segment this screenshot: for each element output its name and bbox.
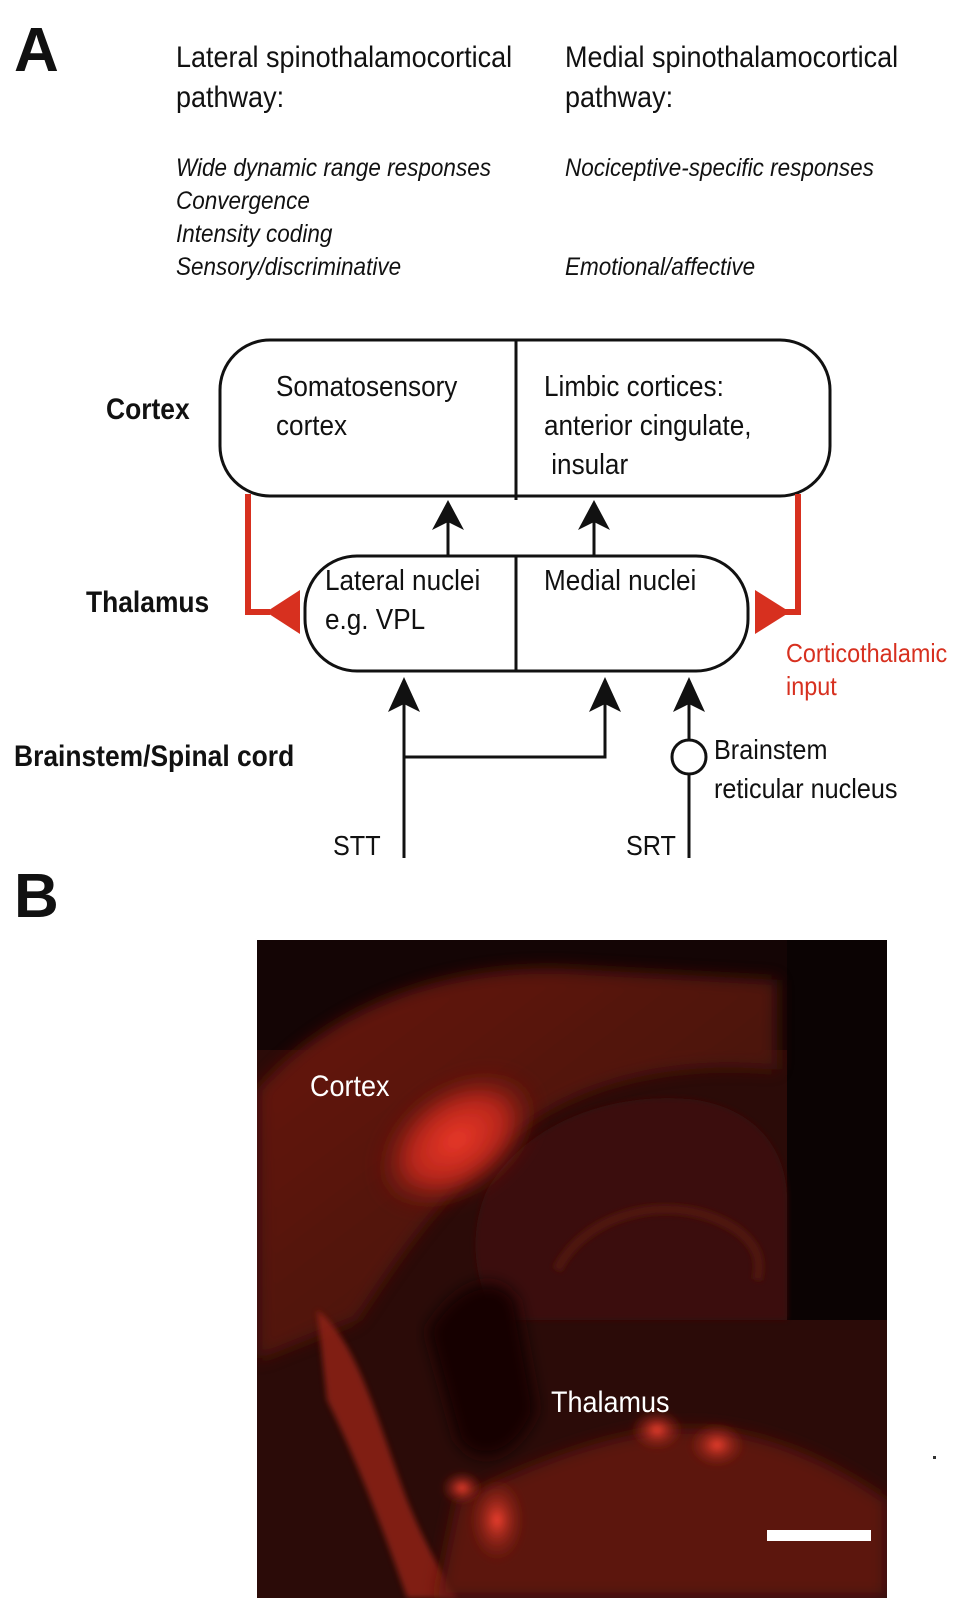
thalamus-hotspot: [467, 1475, 527, 1565]
corticothalamic-left-arrowhead-icon: [266, 590, 300, 634]
arrowhead-icon: [388, 677, 420, 712]
lateral-pathway-title-line2: pathway:: [176, 81, 285, 114]
limbic-line1: Limbic cortices:: [544, 371, 724, 403]
thalamus-box: [303, 554, 750, 673]
brainstem-nucleus-line2: reticular nucleus: [714, 773, 898, 804]
dark-panel-right: [787, 940, 887, 1320]
level-label-cortex: Cortex: [106, 393, 190, 426]
panel-a-letter: A: [14, 16, 59, 85]
corticothalamic-right-line: [780, 494, 801, 615]
thalamus-hotspot: [687, 1421, 747, 1469]
lateral-pathway-features: Wide dynamic range responses Convergence…: [176, 152, 491, 284]
stt-branch-line: [404, 700, 607, 759]
corticothalamic-right-arrowhead-icon: [755, 590, 790, 634]
cortex-band: [257, 968, 777, 1360]
arrowhead-icon: [673, 677, 705, 712]
arrowhead-icon: [589, 677, 621, 712]
medial-pathway-title-line1: Medial spinothalamocortical: [565, 41, 899, 74]
limbic-line3: insular: [544, 449, 629, 481]
cortex-box: [218, 338, 832, 498]
micrograph-rendering: [257, 940, 887, 1598]
lateral-nuclei-label: Lateral nuclei e.g. VPL: [325, 562, 480, 640]
fluorescence-micrograph: Cortex Thalamus: [257, 940, 887, 1598]
micrograph-label-cortex: Cortex: [310, 1070, 390, 1103]
scale-bar: [767, 1530, 871, 1541]
pathway-diagram: [218, 338, 832, 858]
somatosensory-line1: Somatosensory: [276, 371, 458, 403]
cortex-injection-site: [371, 1066, 543, 1214]
arrowhead-icon: [578, 500, 610, 530]
lateral-pathway-title-line1: Lateral spinothalamocortical: [176, 41, 513, 74]
hippocampus-fold: [552, 1204, 764, 1282]
medial-nuclei-label: Medial nuclei: [544, 565, 697, 597]
fibre-tract: [317, 1310, 457, 1598]
lateral-nuclei-line1: Lateral nuclei: [325, 565, 481, 597]
panel-b-letter: B: [14, 862, 59, 931]
reticular-nucleus-circle-icon: [670, 738, 708, 776]
brainstem-reticular-nucleus-label: Brainstem reticular nucleus: [714, 730, 897, 808]
corticothalamic-input-label: Corticothalamic input: [786, 637, 947, 703]
corticothalamic-left-line: [245, 494, 270, 615]
lateral-pathway-title: Lateral spinothalamocortical pathway:: [176, 38, 512, 118]
level-label-thalamus: Thalamus: [86, 586, 210, 619]
dark-gap-region: [427, 1283, 537, 1457]
srt-label: SRT: [626, 830, 676, 861]
medial-feature: Emotional/affective: [565, 253, 756, 281]
limbic-line2: anterior cingulate,: [544, 410, 752, 442]
brainstem-nucleus-line1: Brainstem: [714, 734, 828, 765]
medial-pathway-title-line2: pathway:: [565, 81, 674, 114]
lateral-feature: Convergence: [176, 187, 310, 215]
lateral-feature: Wide dynamic range responses: [176, 154, 491, 182]
micrograph-label-thalamus: Thalamus: [551, 1386, 670, 1419]
thalamus-hotspot: [440, 1470, 484, 1506]
corticothalamic-line2: input: [786, 671, 837, 701]
level-label-brainstem: Brainstem/Spinal cord: [14, 740, 295, 773]
stt-label: STT: [333, 830, 381, 861]
stray-dot: [933, 1456, 936, 1459]
thalamus-region: [437, 1428, 887, 1598]
lateral-feature: Sensory/discriminative: [176, 253, 402, 281]
lateral-nuclei-line2: e.g. VPL: [325, 604, 426, 636]
corticothalamic-line1: Corticothalamic: [786, 638, 948, 668]
medial-feature: Nociceptive-specific responses: [565, 154, 874, 182]
somatosensory-line2: cortex: [276, 410, 348, 442]
limbic-cortices-label: Limbic cortices: anterior cingulate, ins…: [544, 368, 751, 485]
thalamus-hotspot: [629, 1408, 685, 1452]
somatosensory-cortex-label: Somatosensory cortex: [276, 368, 457, 446]
arrowhead-icon: [432, 500, 464, 530]
lateral-feature: Intensity coding: [176, 220, 333, 248]
medial-pathway-title: Medial spinothalamocortical pathway:: [565, 38, 898, 118]
